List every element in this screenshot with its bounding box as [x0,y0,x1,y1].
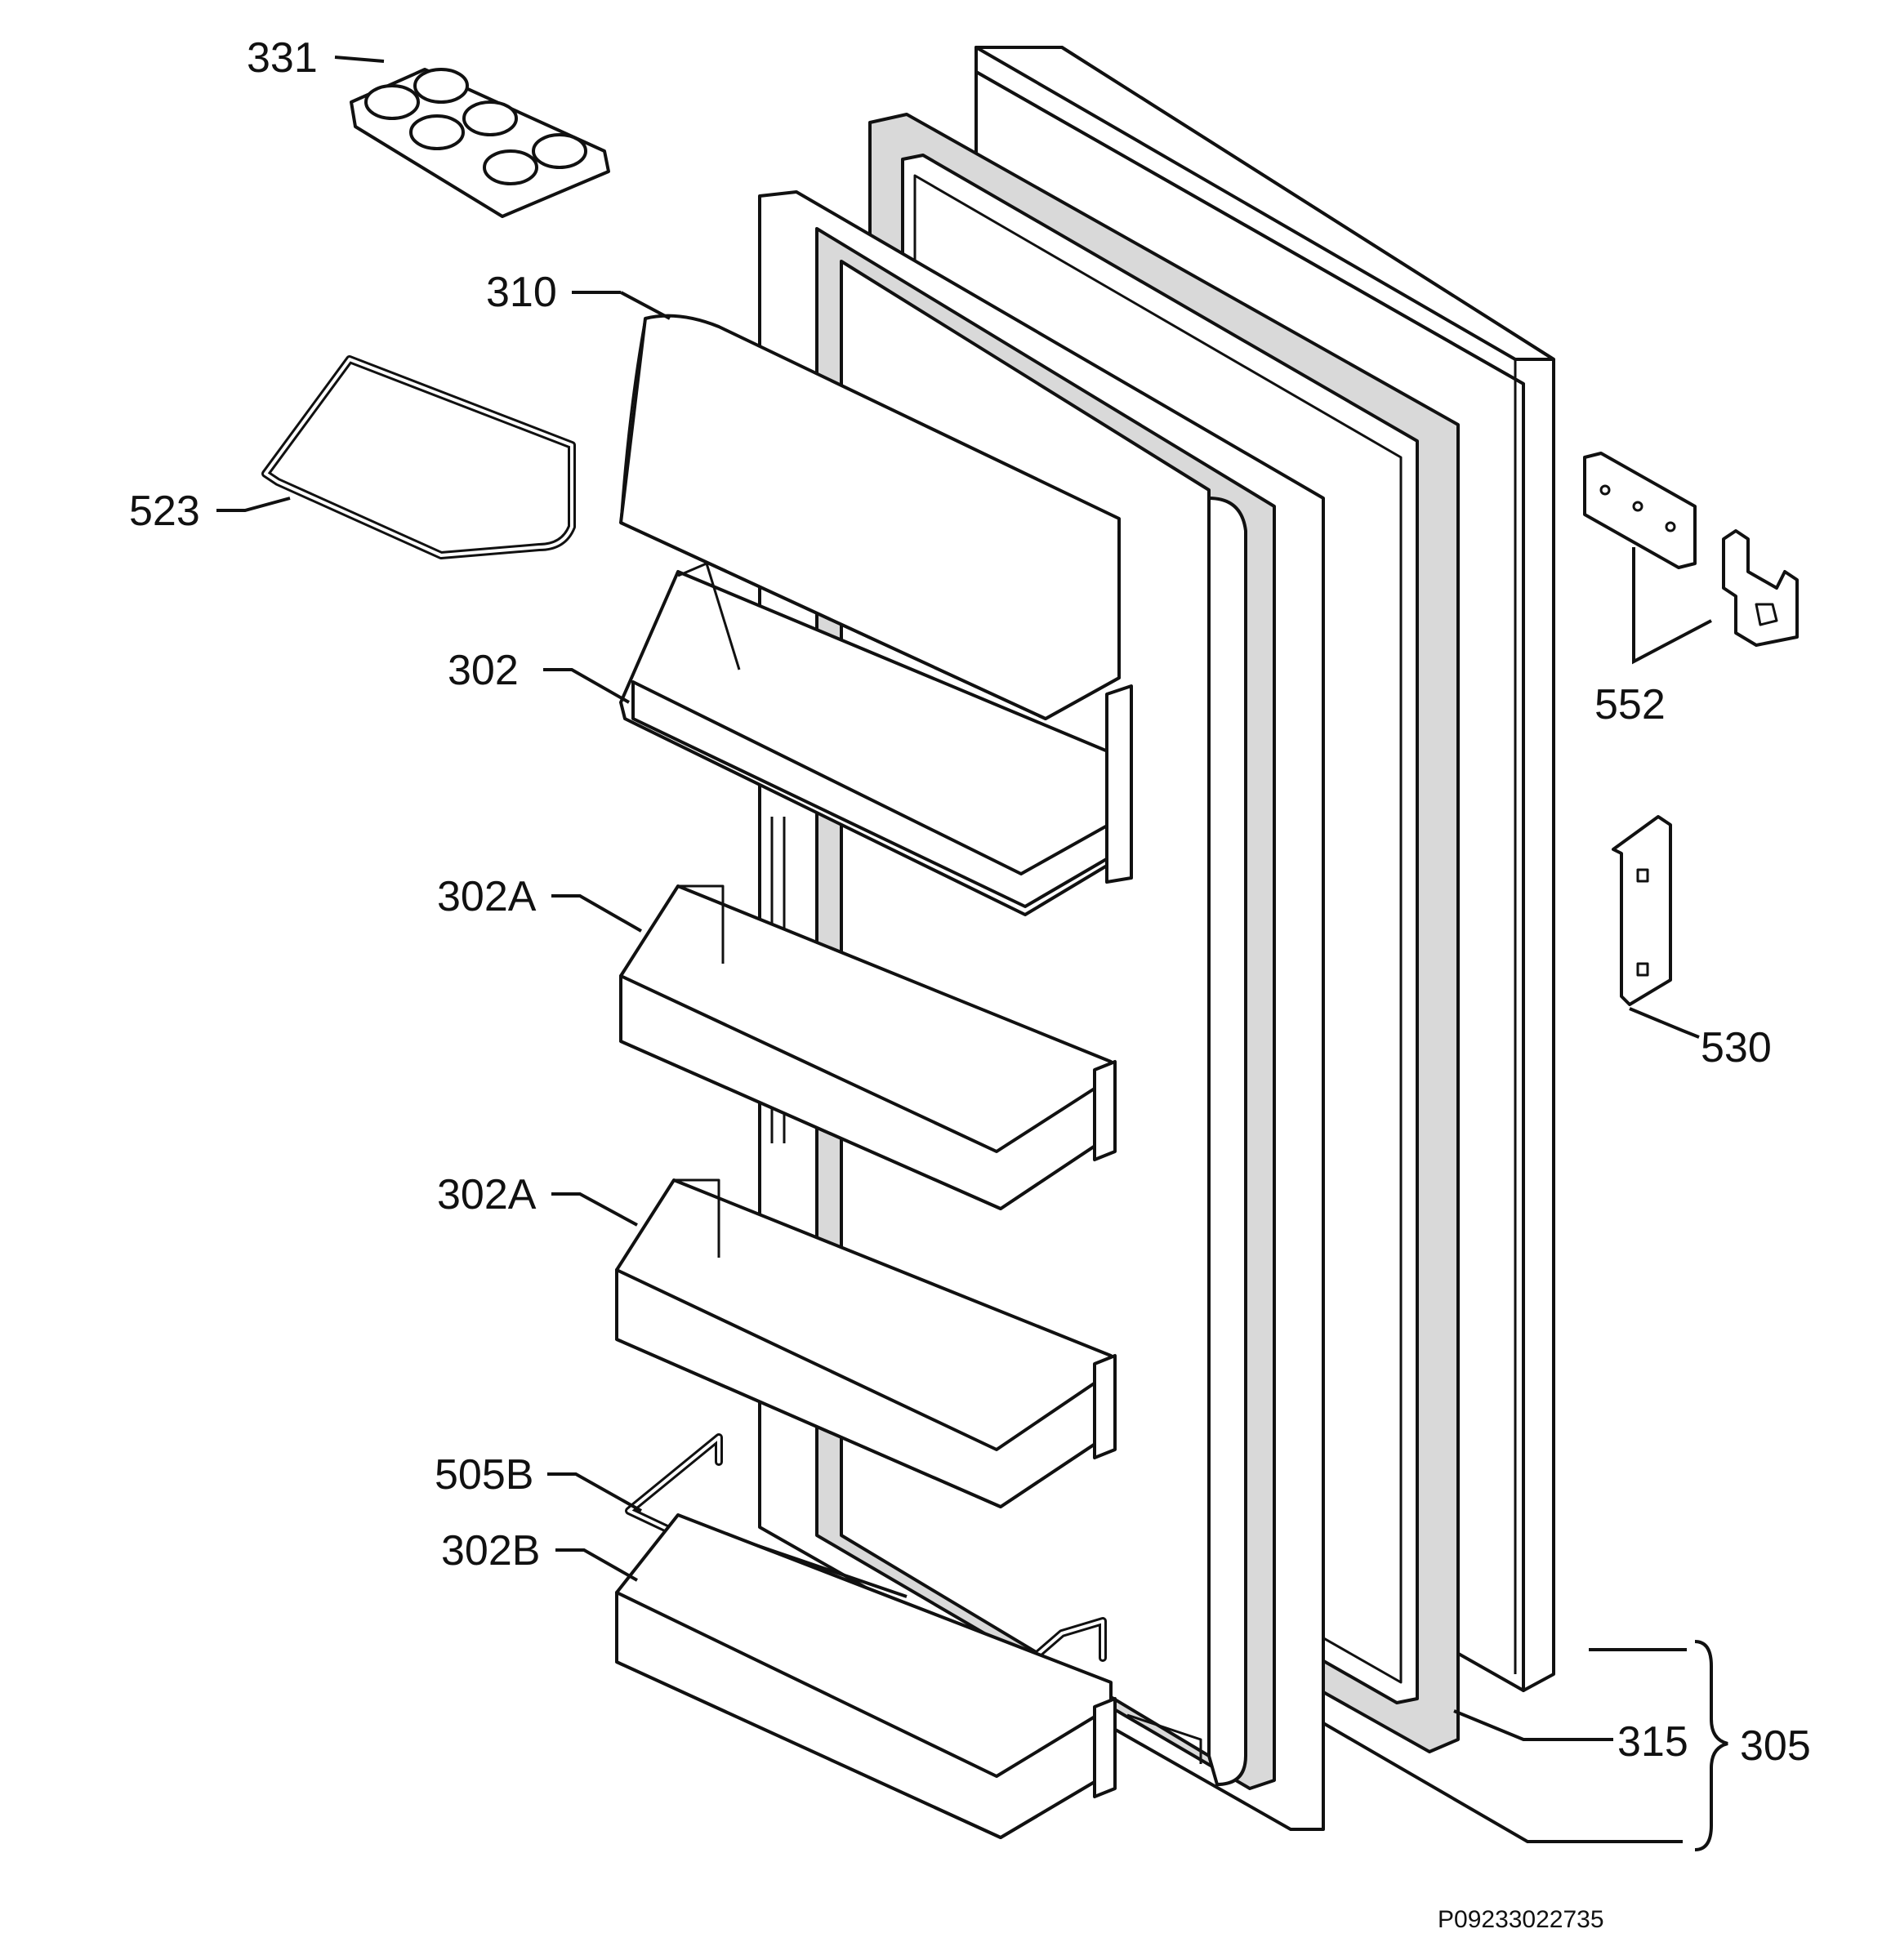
door-shelf-302b [615,1513,1117,1839]
label-530: 530 [1701,1024,1772,1071]
label-302a-lower: 302A [437,1171,537,1218]
butter-compartment-lid [619,314,1121,720]
hinge-plate [1583,452,1697,569]
hinge-bracket [1722,529,1799,647]
door-shelf-302a-upper [619,884,1117,1210]
label-315: 315 [1617,1718,1688,1766]
leader-lines [216,56,1712,1843]
egg-tray [350,68,610,218]
label-302b: 302B [441,1527,540,1575]
reference-code: P09233022735 [1438,1906,1604,1933]
label-305: 305 [1740,1722,1811,1770]
label-505b: 505B [435,1451,533,1499]
assembly-brace [1694,1640,1728,1851]
label-302: 302 [448,647,519,694]
label-302a-upper: 302A [437,873,537,920]
wire-shelf-523 [261,355,576,559]
label-331: 331 [247,34,318,82]
label-523: 523 [129,488,200,535]
label-310: 310 [486,269,557,316]
side-bracket [1612,815,1672,1006]
door-shelf-302a-lower [615,1178,1117,1508]
label-552: 552 [1594,681,1666,728]
butter-shelf [619,562,1133,916]
